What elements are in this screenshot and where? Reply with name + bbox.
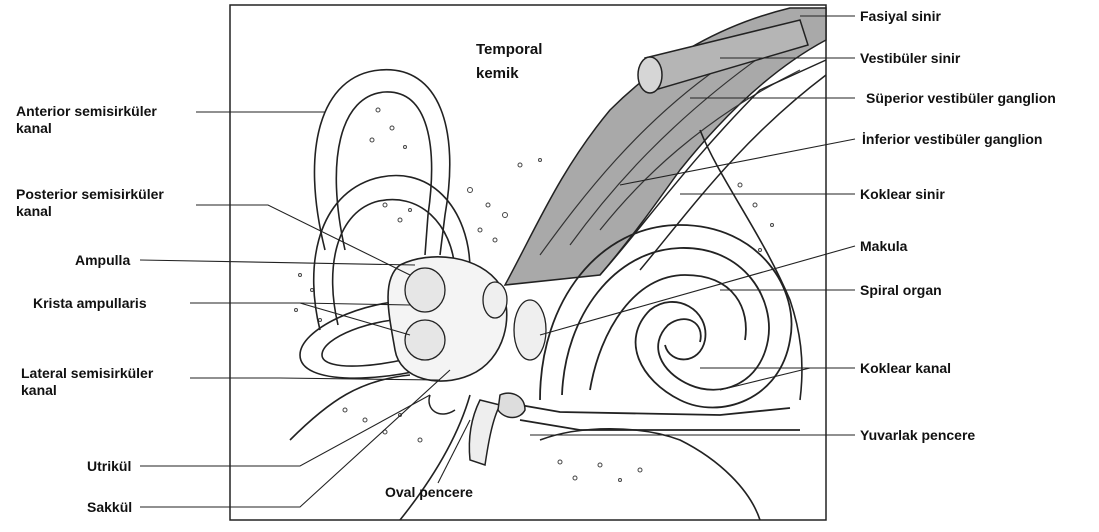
- label-makula: Makula: [860, 238, 907, 255]
- label-fasiyal-sinir: Fasiyal sinir: [860, 8, 941, 25]
- anterior-canal: [314, 70, 449, 255]
- label-anterior-line1: Anterior semisirküler: [16, 103, 157, 120]
- label-temporal-kemik-1: Temporal: [476, 41, 542, 58]
- label-koklear-kanal: Koklear kanal: [860, 360, 951, 377]
- label-temporal-kemik-2: kemik: [476, 65, 519, 82]
- label-ampulla: Ampulla: [75, 252, 130, 269]
- label-sakkul: Sakkül: [87, 499, 132, 516]
- label-lateral-line2: kanal: [21, 382, 153, 399]
- label-utrikul: Utrikül: [87, 458, 131, 475]
- label-vestibuler-sinir: Vestibüler sinir: [860, 50, 960, 67]
- label-inferior-vestibuler-ganglion: İnferior vestibüler ganglion: [862, 131, 1042, 148]
- label-posterior-line2: kanal: [16, 203, 164, 220]
- label-oval-pencere: Oval pencere: [385, 484, 473, 501]
- label-posterior-line1: Posterior semisirküler: [16, 186, 164, 203]
- label-krista-ampullaris: Krista ampullaris: [33, 295, 147, 312]
- label-lateral-line1: Lateral semisirküler: [21, 365, 153, 382]
- label-spiral-organ: Spiral organ: [860, 282, 942, 299]
- label-anterior-canal: Anterior semisirküler kanal: [16, 103, 157, 137]
- bone-speckles: [295, 108, 774, 482]
- label-superior-vestibuler-ganglion: Süperior vestibüler ganglion: [866, 90, 1056, 107]
- label-anterior-line2: kanal: [16, 120, 157, 137]
- label-posterior-canal: Posterior semisirküler kanal: [16, 186, 164, 220]
- windows: [429, 393, 525, 465]
- label-lateral-canal: Lateral semisirküler kanal: [21, 365, 153, 399]
- label-yuvarlak-pencere: Yuvarlak pencere: [860, 427, 975, 444]
- label-koklear-sinir: Koklear sinir: [860, 186, 945, 203]
